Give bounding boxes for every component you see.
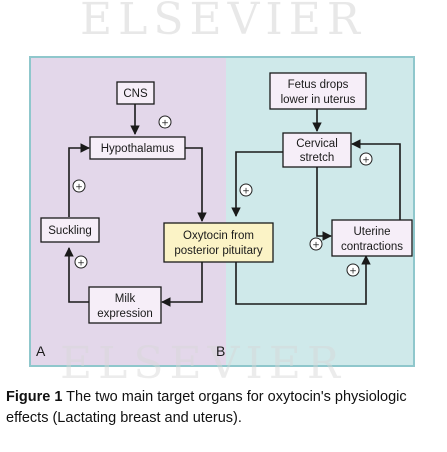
arrow-cervical-to-oxytocin [231,151,283,217]
node-hypothalamus-label: Hypothalamus [101,143,175,155]
node-milk-label-line1: Milk [115,293,136,305]
figure-caption-label: Figure 1 [6,389,63,405]
arrow-milk-to-suckling [64,247,89,303]
figure-caption-text: The two main target organs for oxytocin'… [6,389,407,426]
arrow-oxytocin-to-milk [161,262,203,307]
watermark-bottom: ELSEVIER [60,338,346,389]
node-cns-label: CNS [123,88,148,100]
node-suckling-label: Suckling [48,225,91,237]
plus-marker-cervical: + [359,152,373,166]
node-uterine-label-line2: contractions [341,241,403,253]
svg-text:+: + [242,187,250,197]
plus-marker-uterine-entry: + [309,237,323,251]
node-fetus-label-line1: Fetus drops [288,79,349,91]
node-milk-label-line2: expression [97,308,153,320]
node-oxytocin-label-line2: posterior pituitary [174,245,262,257]
plus-marker-milk: + [74,255,88,269]
figure-frame [29,56,415,367]
panel-a-label: A [36,343,46,359]
plus-marker-uterine-bottom: + [346,263,360,277]
svg-text:+: + [77,259,85,269]
node-cervical-label-line1: Cervical [296,138,338,150]
watermark-top: ELSEVIER [80,0,366,45]
node-fetus-label-line2: lower in uterus [281,94,356,106]
node-milk-expression: Milk expression [88,286,162,324]
node-uterine-label-line1: Uterine [353,226,390,238]
svg-text:+: + [362,156,370,166]
arrow-suckling-to-hypothalamus [68,143,90,217]
arrow-uterine-to-cervical [351,139,401,220]
node-uterine-contractions: Uterine contractions [331,219,413,257]
svg-text:+: + [75,183,83,193]
node-oxytocin: Oxytocin from posterior pituitary [163,222,274,263]
node-oxytocin-label-line1: Oxytocin from [183,230,254,242]
arrow-hypothalamus-to-oxytocin [185,147,207,222]
plus-marker-oxytocin-b: + [239,183,253,197]
svg-text:+: + [161,119,169,129]
node-cervical-stretch: Cervical stretch [282,132,352,168]
plus-marker-cns: + [158,115,172,129]
svg-text:+: + [349,267,357,277]
arrow-oxytocin-to-uterine [235,255,371,305]
panel-b-label: B [216,343,225,359]
node-cervical-label-line2: stretch [300,152,335,164]
arrow-cervical-to-uterine [316,167,332,241]
node-hypothalamus: Hypothalamus [89,136,186,160]
svg-text:+: + [312,241,320,251]
node-suckling: Suckling [40,217,100,243]
node-fetus-drops: Fetus drops lower in uterus [269,72,367,110]
plus-marker-suckling: + [72,179,86,193]
node-cns: CNS [116,81,155,105]
figure-caption: Figure 1 The two main target organs for … [6,387,441,429]
